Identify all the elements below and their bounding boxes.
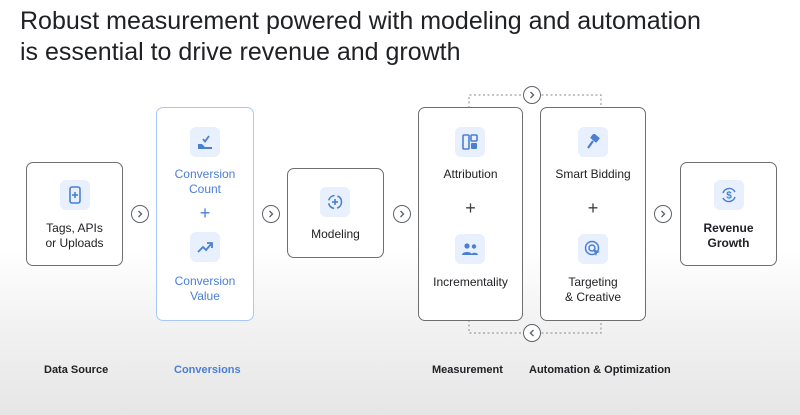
layout-grid-icon (455, 127, 485, 157)
cursor-target-icon (578, 234, 608, 264)
data-source-label: Tags, APIs or Uploads (45, 221, 104, 250)
data-source-box: Tags, APIs or Uploads (26, 162, 123, 266)
flow-arrow-1 (131, 205, 149, 223)
phone-plus-icon (60, 180, 90, 210)
conversions-box: Conversion Count + Conversion Value (156, 107, 254, 321)
label-conversions: Conversions (174, 364, 241, 376)
flow-arrow-2 (262, 205, 280, 223)
targeting-creative-label: Targeting & Creative (564, 275, 622, 304)
title-line-1: Robust measurement powered with modeling… (20, 7, 701, 35)
conversions-plus: + (199, 203, 211, 223)
hand-check-icon (190, 127, 220, 157)
revenue-growth-box: $ Revenue Growth (680, 162, 777, 266)
label-automation-optimization: Automation & Optimization (529, 364, 671, 376)
label-data-source: Data Source (44, 364, 109, 376)
feedback-loop-top (468, 94, 602, 108)
loop-back-arrow (523, 324, 541, 342)
label-measurement: Measurement (432, 364, 503, 376)
title-line-2: is essential to drive revenue and growth (20, 38, 461, 66)
trend-up-icon (190, 232, 220, 262)
feedback-loop-bottom (468, 320, 602, 334)
incrementality-label: Incrementality (433, 275, 508, 289)
loop-forward-arrow (523, 86, 541, 104)
refresh-plus-icon (320, 187, 350, 217)
people-icon (455, 234, 485, 264)
svg-text:$: $ (726, 191, 732, 202)
page-title: Robust measurement powered with modeling… (20, 6, 790, 68)
measurement-plus: + (465, 198, 476, 218)
attribution-label: Attribution (443, 167, 498, 181)
revenue-growth-label: Revenue Growth (703, 221, 754, 250)
modeling-label: Modeling (311, 227, 360, 241)
measurement-box: Attribution + Incrementality (418, 107, 523, 321)
dollar-cycle-icon: $ (714, 180, 744, 210)
automation-box: Smart Bidding + Targeting & Creative (540, 107, 646, 321)
gavel-icon (578, 127, 608, 157)
conversion-count-label: Conversion Count (174, 167, 236, 196)
smart-bidding-label: Smart Bidding (555, 167, 631, 181)
modeling-box: Modeling (287, 168, 384, 258)
automation-plus: + (587, 198, 599, 218)
conversion-value-label: Conversion Value (174, 274, 236, 303)
flow-arrow-4 (654, 205, 672, 223)
flow-arrow-3 (393, 205, 411, 223)
